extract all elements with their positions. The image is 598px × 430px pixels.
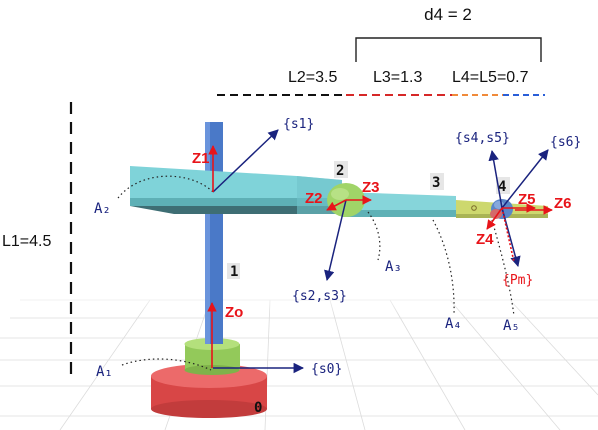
l45-label: L4=L5=0.7 — [452, 69, 529, 86]
link-number-4: 4 — [498, 179, 506, 195]
axis-z0: Zo — [225, 304, 243, 321]
l2-label: L2=3.5 — [288, 69, 337, 86]
anchor-a1: A₁ — [96, 364, 113, 380]
tool-marker — [471, 205, 477, 211]
link-number-1-bg — [227, 263, 240, 279]
anchor-a4: A₄ — [445, 316, 462, 332]
anchor-a5: A₅ — [503, 318, 520, 334]
link-number-2-bg — [334, 161, 348, 178]
axis-arrows — [207, 145, 553, 368]
frame-s1: {s1} — [283, 117, 314, 132]
floor-grid — [0, 299, 598, 430]
axis-z4: Z4 — [476, 231, 494, 248]
axis-z6: Z6 — [554, 195, 572, 212]
frame-s23: {s2,s3} — [292, 289, 347, 304]
anchor-a2: A₂ — [94, 201, 111, 217]
frame-s6: {s6} — [550, 135, 581, 150]
link-number-0: 0 — [254, 400, 262, 416]
d4-label: d4 = 2 — [424, 5, 472, 24]
link-number-3: 3 — [432, 175, 440, 191]
arm-link-2 — [130, 166, 342, 214]
l3-label: L3=1.3 — [373, 69, 422, 86]
anchor-a3: A₃ — [385, 259, 402, 275]
axis-z2: Z2 — [305, 190, 323, 207]
frame-s45: {s4,s5} — [455, 131, 510, 146]
link-number-1: 1 — [230, 264, 238, 280]
frame-arrows — [212, 129, 549, 374]
axis-z1: Z1 — [192, 150, 210, 167]
frame-s0: {s0} — [311, 362, 342, 377]
link-number-3-bg — [430, 173, 444, 190]
link-number-2: 2 — [336, 163, 344, 179]
d4-bracket: d4 = 2 — [355, 5, 542, 62]
axis-z3: Z3 — [362, 179, 380, 196]
l1-label: L1=4.5 — [2, 233, 51, 250]
axis-z5: Z5 — [518, 191, 536, 208]
pm-label: {Pm} — [502, 273, 533, 288]
